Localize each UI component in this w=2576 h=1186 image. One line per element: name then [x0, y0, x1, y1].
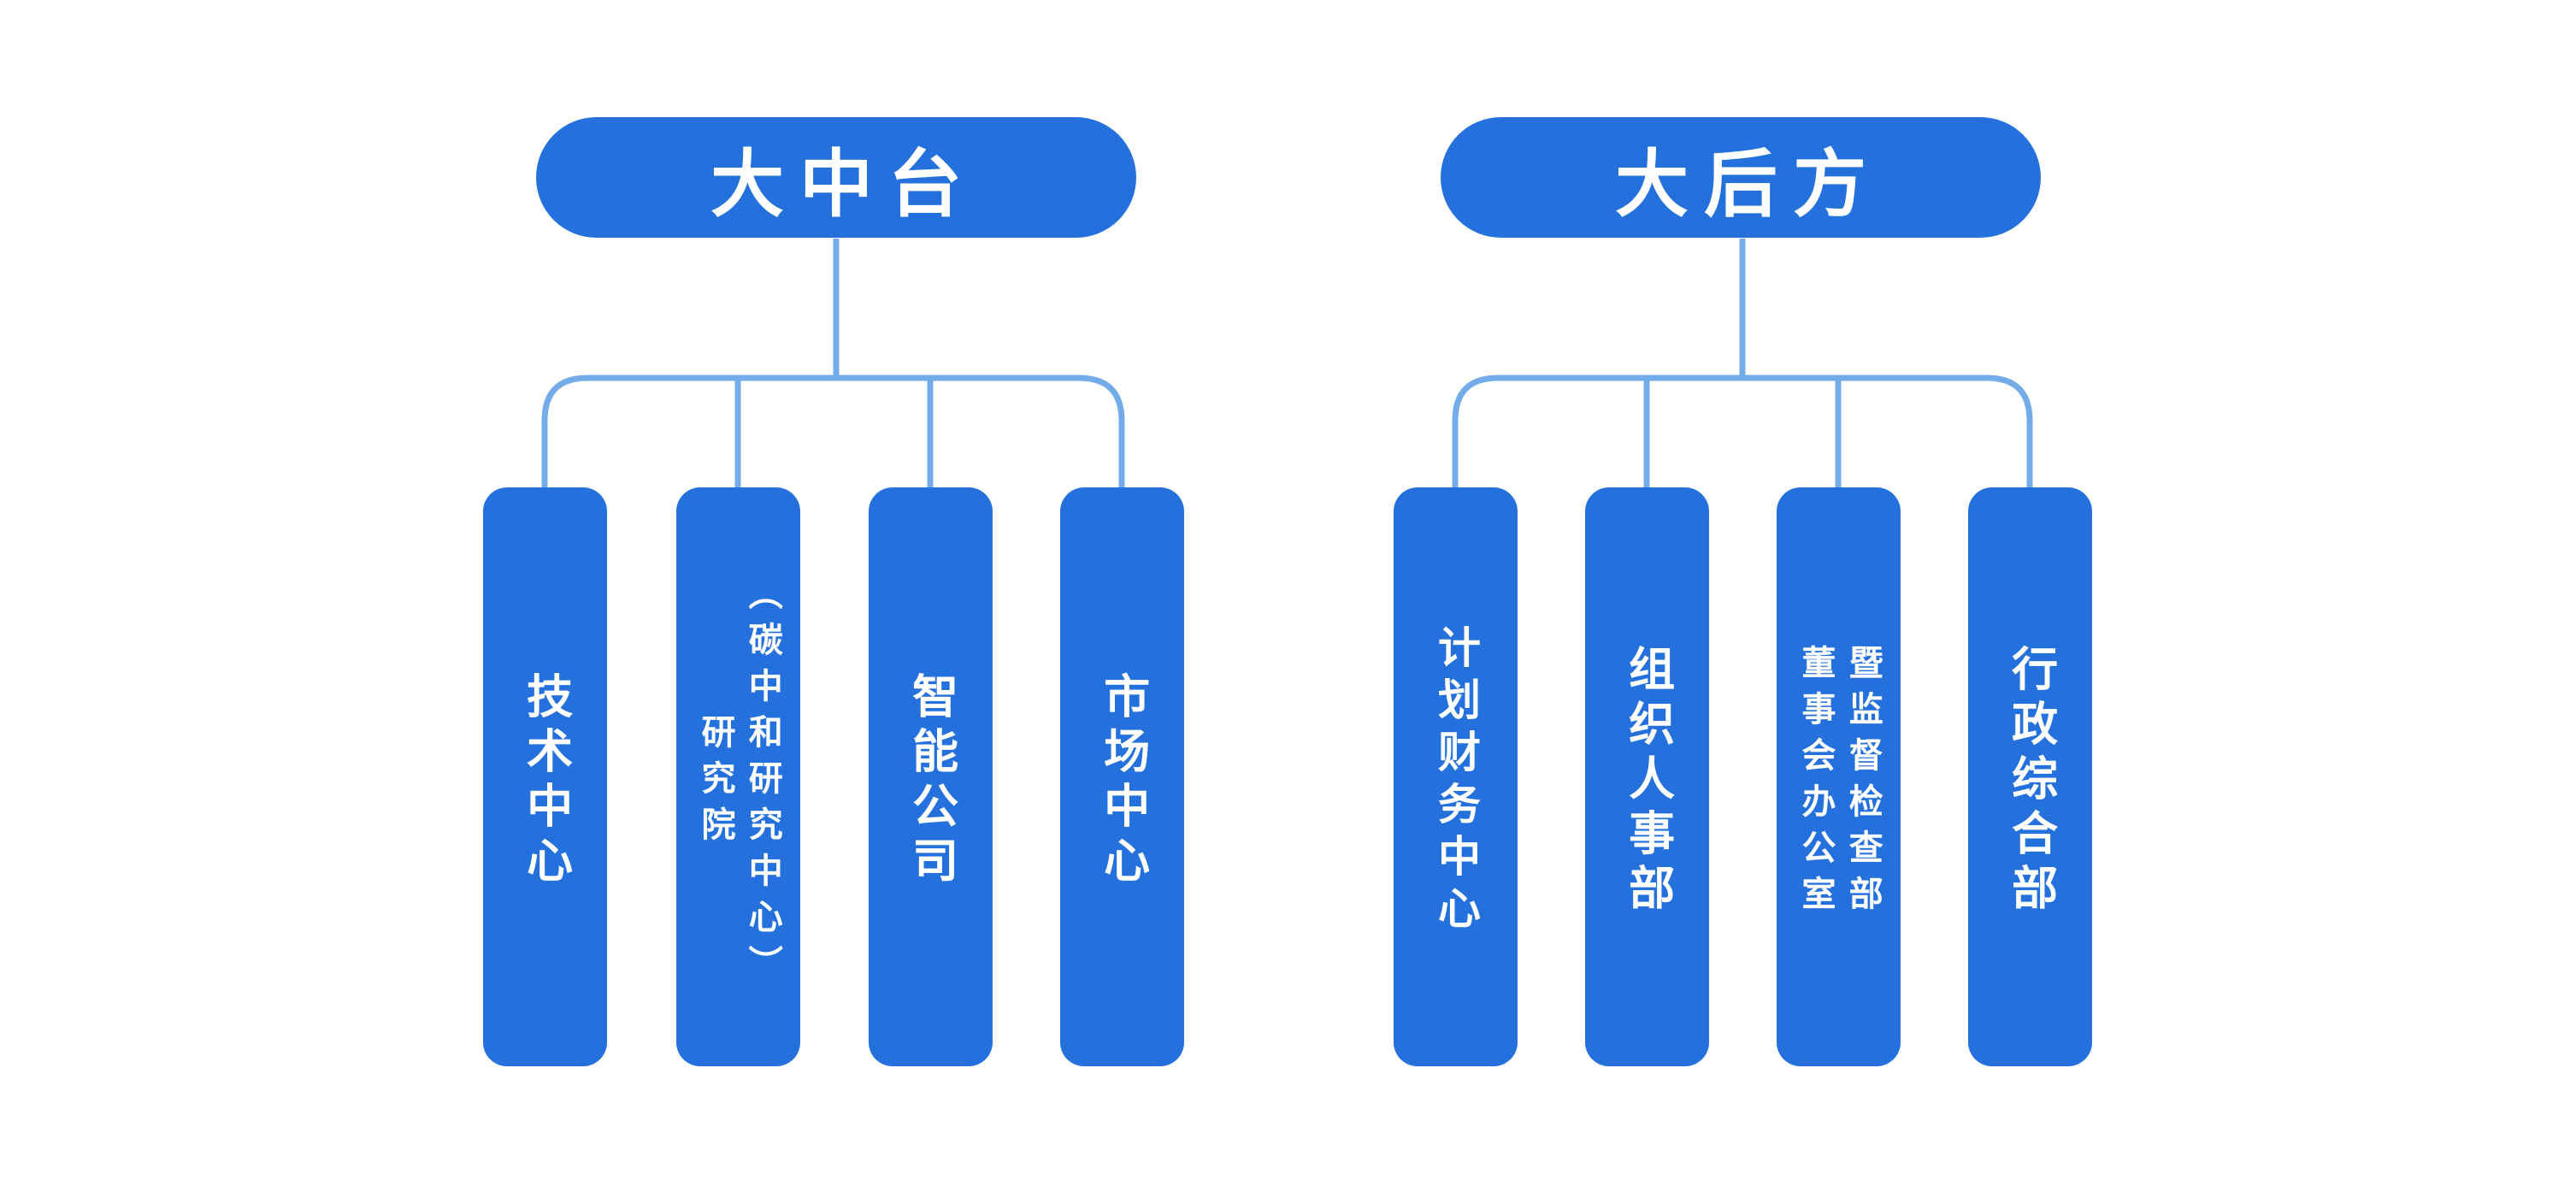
child-node-label: 组织人事部: [1621, 644, 1673, 918]
child-node-planning-finance-center[interactable]: 计划财务中心: [1394, 487, 1518, 1066]
child-node-research-institute[interactable]: 研究院 （碳中和研究中心）: [676, 487, 800, 1066]
child-node-label: 市场中心: [1096, 671, 1148, 891]
child-node-org-personnel-dept[interactable]: 组织人事部: [1585, 487, 1709, 1066]
child-node-label: 董事会办公室 暨监督检查部: [1796, 644, 1882, 922]
child-node-label: 研究院 （碳中和研究中心）: [696, 575, 781, 991]
connector-left-bus: [541, 375, 1125, 487]
child-node-label: 智能公司: [905, 671, 957, 891]
child-node-tech-center[interactable]: 技术中心: [483, 487, 607, 1066]
root-node-middle-platform[interactable]: 大中台: [536, 117, 1136, 238]
child-node-intelligence-company[interactable]: 智能公司: [869, 487, 993, 1066]
child-node-label: 技术中心: [519, 671, 571, 891]
root-node-rear-support[interactable]: 大后方: [1441, 117, 2041, 238]
child-node-board-office-supervision-dept[interactable]: 董事会办公室 暨监督检查部: [1777, 487, 1901, 1066]
child-node-market-center[interactable]: 市场中心: [1060, 487, 1184, 1066]
root-node-label: 大中台: [710, 144, 977, 226]
child-node-label: 行政综合部: [2004, 644, 2056, 918]
child-node-admin-general-dept[interactable]: 行政综合部: [1968, 487, 2092, 1066]
child-node-label: 计划财务中心: [1432, 625, 1480, 938]
connector-right-bus: [1452, 375, 2033, 487]
root-node-label: 大后方: [1615, 144, 1882, 226]
